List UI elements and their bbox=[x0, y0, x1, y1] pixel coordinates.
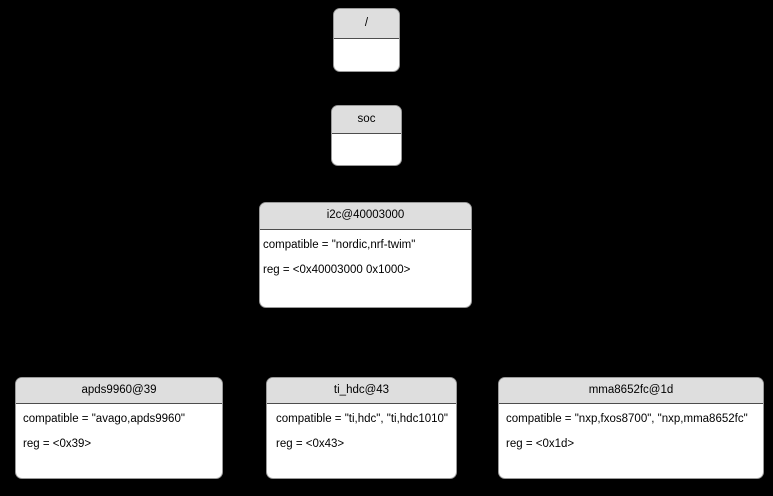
node-mma8652fc-title: mma8652fc@1d bbox=[499, 378, 763, 404]
node-ti-hdc-property-compatible: compatible = "ti,hdc", "ti,hdc1010" bbox=[276, 413, 448, 425]
node-root-properties bbox=[334, 39, 399, 49]
node-i2c-property-reg: reg = <0x40003000 0x1000> bbox=[263, 263, 411, 276]
node-root-title: / bbox=[334, 9, 399, 39]
node-ti-hdc-properties: compatible = "ti,hdc", "ti,hdc1010" reg … bbox=[267, 404, 456, 450]
edge-i2c-ti-hdc bbox=[360, 308, 367, 377]
node-soc-title: soc bbox=[332, 106, 401, 134]
node-i2c-title: i2c@40003000 bbox=[260, 203, 471, 230]
node-ti-hdc-property-reg: reg = <0x43> bbox=[276, 437, 345, 450]
node-i2c[interactable]: i2c@40003000 compatible = "nordic,nrf-tw… bbox=[259, 202, 472, 308]
node-apds9960[interactable]: apds9960@39 compatible = "avago,apds9960… bbox=[15, 377, 223, 479]
node-mma8652fc-property-reg: reg = <0x1d> bbox=[506, 437, 575, 450]
node-mma8652fc-property-compatible: compatible = "nxp,fxos8700", "nxp,mma865… bbox=[506, 413, 748, 425]
node-soc-properties bbox=[332, 134, 401, 144]
node-i2c-properties: compatible = "nordic,nrf-twim" reg = <0x… bbox=[260, 230, 471, 276]
node-i2c-property-compatible: compatible = "nordic,nrf-twim" bbox=[263, 239, 416, 251]
node-mma8652fc-properties: compatible = "nxp,fxos8700", "nxp,mma865… bbox=[499, 404, 763, 450]
node-apds9960-property-reg: reg = <0x39> bbox=[23, 437, 92, 450]
node-root[interactable]: / bbox=[333, 8, 400, 72]
node-ti-hdc-title: ti_hdc@43 bbox=[267, 378, 456, 404]
node-mma8652fc[interactable]: mma8652fc@1d compatible = "nxp,fxos8700"… bbox=[498, 377, 764, 479]
node-apds9960-property-compatible: compatible = "avago,apds9960" bbox=[23, 413, 185, 425]
node-apds9960-title: apds9960@39 bbox=[16, 378, 222, 404]
edge-i2c-apds9960 bbox=[118, 308, 367, 377]
edge-i2c-mma8652fc bbox=[365, 308, 632, 377]
node-ti-hdc[interactable]: ti_hdc@43 compatible = "ti,hdc", "ti,hdc… bbox=[266, 377, 457, 479]
node-soc[interactable]: soc bbox=[331, 105, 402, 166]
node-apds9960-properties: compatible = "avago,apds9960" reg = <0x3… bbox=[16, 404, 222, 450]
